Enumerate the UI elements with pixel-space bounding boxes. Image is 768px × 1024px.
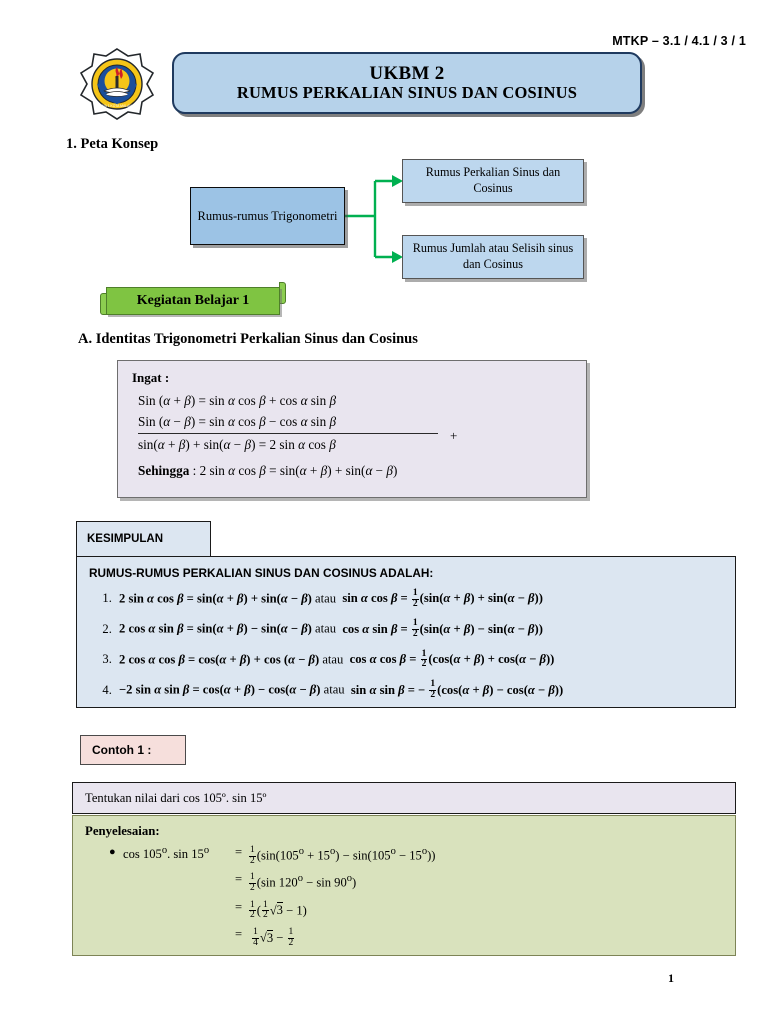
ingat-formula-2: Sin (α − β) = sin α cos β − cos α sin β	[138, 414, 337, 429]
section-peta-konsep-heading: 1. Peta Konsep	[66, 136, 159, 152]
ingat-box: Ingat : Sin (α + β) = sin α cos β + cos …	[117, 360, 587, 498]
map-node-branch-bottom: Rumus Jumlah atau Selisih sinus dan Cosi…	[402, 235, 584, 279]
svg-text:SMA 1 KOTA MALANG: SMA 1 KOTA MALANG	[100, 104, 135, 108]
list-item: −2 sin α sin β = cos(α + β) − cos(α − β)…	[115, 679, 735, 700]
step-equals: =	[235, 872, 243, 887]
school-emblem-icon: SMA 1 KOTA MALANG	[78, 47, 156, 123]
list-item: 2 sin α cos β = sin(α + β) + sin(α − β) …	[115, 588, 735, 609]
kesimpulan-tab: KESIMPULAN	[76, 521, 211, 556]
map-node-branch-top: Rumus Perkalian Sinus dan Cosinus	[402, 159, 584, 203]
step-equals: =	[235, 845, 243, 859]
derivation-rule-line	[138, 433, 438, 434]
concept-map: Rumus-rumus Trigonometri Rumus Perkalian…	[190, 159, 610, 279]
step-equals: =	[235, 899, 243, 914]
ingat-heading: Ingat :	[132, 370, 170, 385]
page-number: 1	[668, 971, 674, 985]
contoh-question-box: Tentukan nilai dari cos 105º. sin 15º	[72, 782, 736, 814]
step-equals: =	[235, 927, 243, 942]
title-line-2: RUMUS PERKALIAN SINUS DAN COSINUS	[236, 83, 578, 103]
ingat-formula-3: sin(α + β) + sin(α − β) = 2 sin α cos β	[138, 437, 336, 452]
solution-heading: Penyelesaian:	[85, 824, 160, 838]
bullet-spacer	[109, 928, 123, 929]
derivation-operator: +	[450, 428, 458, 443]
ingat-derivation: Sin (α − β) = sin α cos β − cos α sin β …	[138, 414, 586, 453]
ingat-conclusion: Sehingga : 2 sin α cos β = sin(α + β) + …	[138, 463, 398, 478]
bullet-icon: ●	[109, 846, 116, 858]
bullet-spacer	[109, 901, 123, 902]
document-code: MTKP – 3.1 / 4.1 / 3 / 1	[612, 34, 746, 48]
contoh-tab: Contoh 1 :	[80, 735, 186, 765]
kesimpulan-rule-list: 2 sin α cos β = sin(α + β) + sin(α − β) …	[89, 588, 735, 701]
document-title-box: UKBM 2 RUMUS PERKALIAN SINUS DAN COSINUS	[172, 52, 642, 114]
kegiatan-belajar-banner: Kegiatan Belajar 1	[100, 282, 286, 315]
banner-tail-right	[279, 282, 286, 304]
kesimpulan-heading: RUMUS-RUMUS PERKALIAN SINUS DAN COSINUS …	[89, 566, 434, 580]
banner-label: Kegiatan Belajar 1	[106, 287, 280, 315]
list-item: 2 cos α cos β = cos(α + β) + cos (α − β)…	[115, 649, 735, 670]
title-line-1: UKBM 2	[369, 63, 445, 85]
section-a-heading: A. Identitas Trigonometri Perkalian Sinu…	[78, 331, 418, 347]
list-item: 2 cos α sin β = sin(α + β) − sin(α − β) …	[115, 619, 735, 639]
step-lhs: cos 105o. sin 15o	[123, 845, 210, 862]
bullet-spacer	[109, 873, 123, 874]
map-node-main: Rumus-rumus Trigonometri	[190, 187, 345, 245]
ingat-formula-1: Sin (α + β) = sin α cos β + cos α sin β	[138, 393, 337, 408]
kesimpulan-box: RUMUS-RUMUS PERKALIAN SINUS DAN COSINUS …	[76, 556, 736, 708]
